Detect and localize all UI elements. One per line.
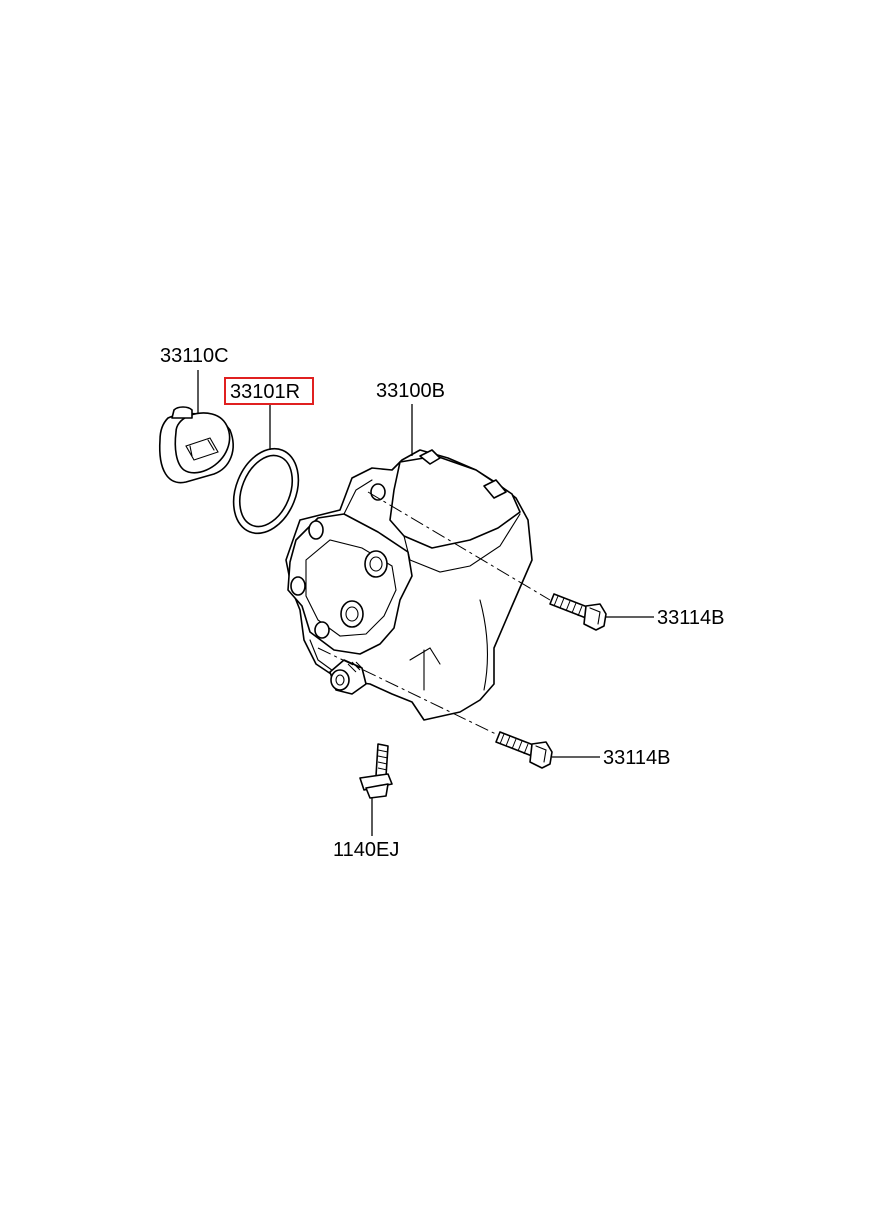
- label-bolt-lower[interactable]: 33114B: [603, 747, 670, 769]
- assembly-centerlines: [317, 491, 551, 737]
- o-ring-part[interactable]: [222, 439, 311, 543]
- label-pump-body[interactable]: 33100B: [376, 380, 445, 402]
- label-bolt-upper[interactable]: 33114B: [657, 607, 724, 629]
- label-flange-bolt[interactable]: 1140EJ: [333, 839, 399, 861]
- label-cover-cap[interactable]: 33110C: [160, 345, 229, 367]
- leader-lines: [197, 370, 654, 836]
- lower-bolt-part[interactable]: [495, 731, 553, 769]
- upper-bolt-part[interactable]: [549, 593, 607, 631]
- label-o-ring[interactable]: 33101R: [230, 381, 300, 403]
- cover-cap-part[interactable]: [158, 406, 234, 484]
- pump-body-part[interactable]: [285, 449, 533, 721]
- flange-bolt-part[interactable]: [359, 743, 393, 799]
- highlight-box: [224, 377, 314, 405]
